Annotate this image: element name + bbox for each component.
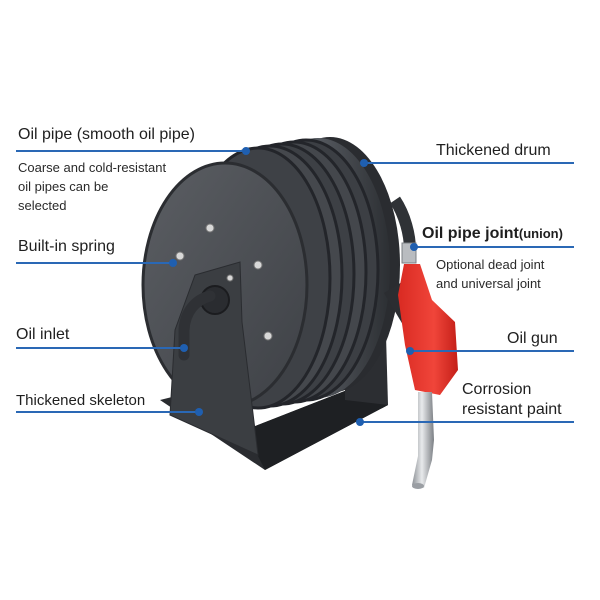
- note-oil-pipe-joint: Optional dead joint and universal joint: [436, 255, 544, 293]
- note-line: and universal joint: [436, 276, 541, 291]
- leader-line-corrosion-paint: [360, 421, 574, 423]
- inlet-pipe: [178, 285, 230, 361]
- title-line: resistant paint: [462, 401, 562, 418]
- marker-dot-oil-gun: [406, 347, 414, 355]
- marker-dot-oil-pipe-joint: [410, 243, 418, 251]
- note-line: selected: [18, 198, 67, 213]
- note-line: Optional dead joint: [436, 257, 545, 272]
- leader-line-oil-inlet: [16, 347, 186, 349]
- marker-dot-oil-inlet: [180, 344, 188, 352]
- marker-dot-thickened-drum: [360, 159, 368, 167]
- title-line: Corrosion: [462, 381, 532, 398]
- label-oil-pipe-joint: Oil pipe joint(union): [422, 225, 563, 243]
- oil-pipe-joint-title: Oil pipe joint: [422, 225, 519, 242]
- leader-line-thickened-skeleton: [16, 411, 200, 413]
- label-oil-pipe: Oil pipe (smooth oil pipe): [18, 126, 195, 143]
- label-thickened-drum: Thickened drum: [436, 142, 551, 159]
- label-built-in-spring: Built-in spring: [18, 238, 115, 255]
- leader-line-thickened-drum: [364, 162, 574, 164]
- note-line: oil pipes can be: [18, 179, 109, 194]
- label-corrosion-resistant-paint: Corrosion resistant paint: [462, 380, 562, 420]
- note-line: Coarse and cold-resistant: [18, 160, 167, 175]
- leader-line-oil-pipe: [16, 150, 246, 152]
- oil-pipe-joint-suffix: (union): [518, 226, 563, 241]
- marker-dot-thickened-skeleton: [195, 408, 203, 416]
- leader-line-oil-gun: [410, 350, 574, 352]
- marker-dot-built-in-spring: [169, 259, 177, 267]
- fuel-nozzle: [384, 264, 458, 489]
- marker-dot-corrosion-paint: [356, 418, 364, 426]
- leader-line-built-in-spring: [16, 262, 176, 264]
- marker-dot-oil-pipe: [242, 147, 250, 155]
- leader-line-oil-pipe-joint: [414, 246, 574, 248]
- label-oil-inlet: Oil inlet: [16, 326, 70, 343]
- note-oil-pipe: Coarse and cold-resistant oil pipes can …: [18, 158, 166, 215]
- label-thickened-skeleton: Thickened skeleton: [16, 392, 146, 409]
- label-oil-gun: Oil gun: [507, 330, 558, 347]
